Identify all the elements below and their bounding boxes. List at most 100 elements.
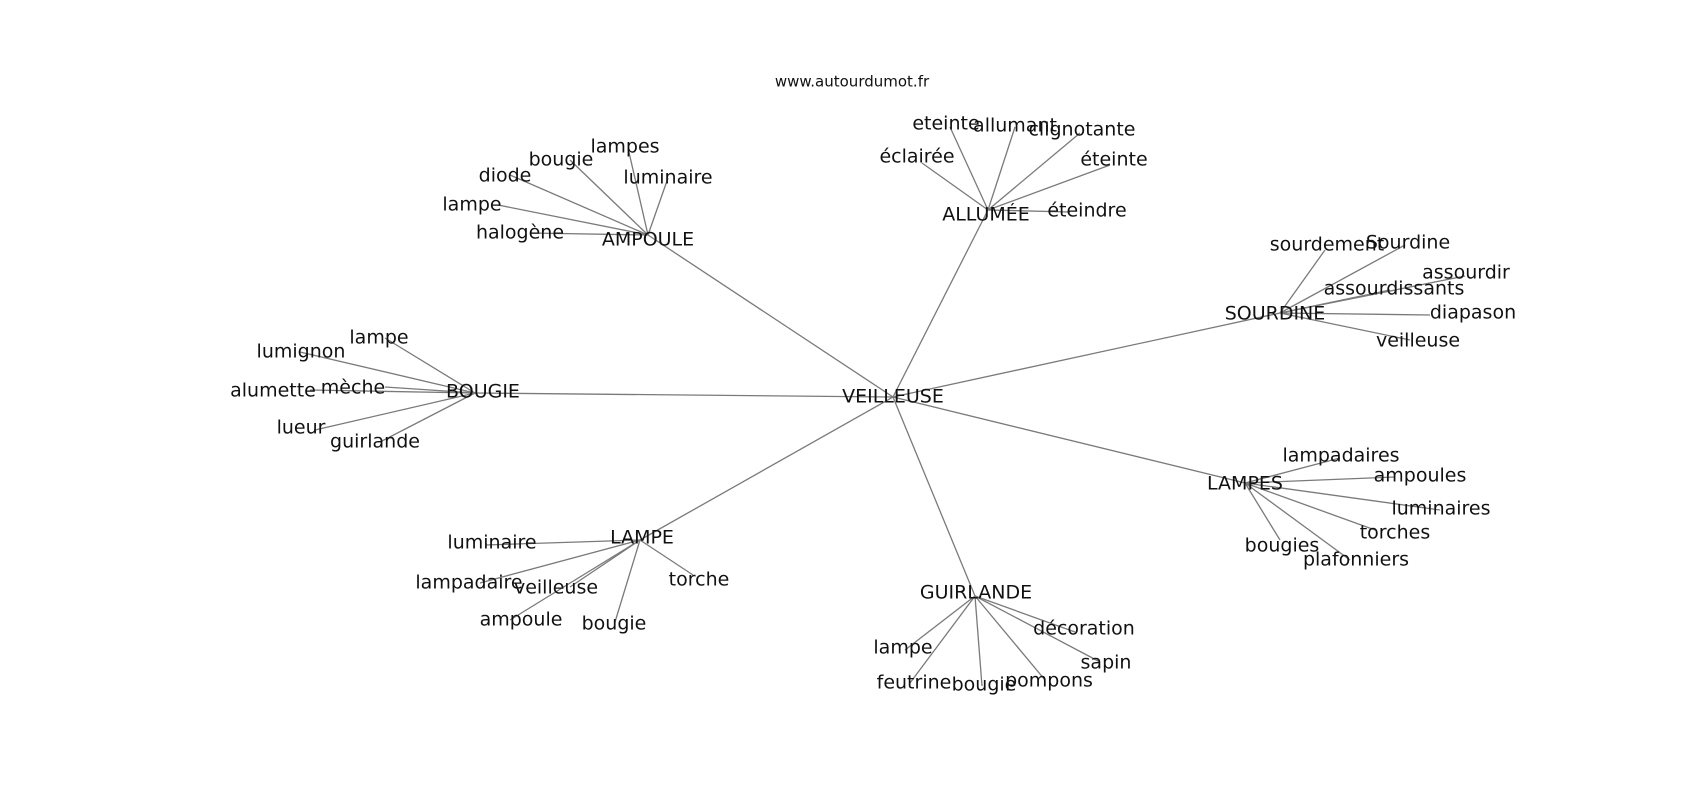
cluster-node[interactable]: LAMPES (1207, 473, 1283, 495)
related-word-node[interactable]: bougies (1245, 535, 1320, 557)
related-word-node[interactable]: plafonniers (1303, 549, 1409, 571)
cluster-node[interactable]: SOURDINE (1225, 303, 1326, 325)
edge-bougie-1 (299, 351, 476, 394)
related-word-node[interactable]: allumant (973, 115, 1057, 137)
related-word-node[interactable]: luminaires (1391, 498, 1490, 520)
related-word-node[interactable]: ampoule (480, 609, 563, 631)
cluster-node[interactable]: AMPOULE (602, 229, 694, 251)
edge-lampe-5 (614, 539, 641, 623)
cluster-node[interactable]: ALLUMÉE (942, 203, 1030, 226)
edge-ampoule-3 (647, 177, 669, 236)
related-word-node[interactable]: bougie (952, 674, 1017, 696)
edge-guirlande-5 (974, 595, 983, 687)
related-word-node[interactable]: luminaire (623, 167, 712, 189)
edge-lampe-1 (479, 539, 641, 584)
related-word-node[interactable]: lueur (277, 417, 326, 439)
graph-labels: www.autourdumot.fr VEILLEUSE AMPOULE lampe… (230, 73, 1516, 696)
graph-edges (299, 126, 1466, 687)
related-word-node[interactable]: luminaire (447, 532, 536, 554)
edge-center-guirlande (892, 396, 976, 597)
site-label[interactable]: www.autourdumot.fr (775, 73, 930, 91)
edge-lampe-4 (509, 539, 641, 621)
edge-bougie-4 (314, 392, 476, 431)
edge-lampes-3 (1244, 482, 1376, 531)
edge-lampes-1 (1244, 476, 1396, 484)
related-word-node[interactable]: décoration (1033, 618, 1135, 640)
edge-allumée-1 (987, 126, 1016, 211)
edge-lampe-3 (639, 539, 694, 576)
edge-lampes-0 (1244, 457, 1341, 484)
related-word-node[interactable]: pompons (1005, 670, 1093, 692)
edge-lampes-4 (1244, 482, 1281, 541)
related-word-node[interactable]: torches (1360, 522, 1431, 544)
related-word-node[interactable]: lampadaire (415, 572, 522, 594)
related-word-node[interactable]: torche (669, 569, 730, 591)
edge-lampe-0 (484, 539, 641, 546)
edge-sourdine-5 (1279, 312, 1411, 341)
cluster-node[interactable]: LAMPE (610, 527, 674, 549)
related-word-node[interactable]: sapin (1081, 652, 1132, 674)
related-word-node[interactable]: alumette (230, 380, 316, 402)
related-word-node[interactable]: Sourdine (1366, 232, 1450, 254)
related-word-node[interactable]: bougie (582, 613, 647, 635)
edge-sourdine-1 (1279, 244, 1406, 314)
related-word-node[interactable]: diapason (1430, 302, 1516, 324)
edge-center-lampe (639, 396, 894, 541)
edge-allumée-3 (921, 162, 989, 211)
related-word-node[interactable]: lumignon (257, 341, 346, 363)
related-word-node[interactable]: sourdement (1270, 234, 1384, 256)
edge-ampoule-1 (569, 159, 649, 236)
edge-allumée-2 (987, 132, 1081, 211)
edge-lampes-2 (1244, 482, 1441, 511)
related-word-node[interactable]: eteinte (912, 113, 979, 135)
related-word-node[interactable]: feutrine (877, 672, 952, 694)
edge-sourdine-3 (1279, 289, 1391, 314)
edge-center-lampes (892, 396, 1246, 484)
cluster-node[interactable]: GUIRLANDE (920, 582, 1032, 604)
edge-center-sourdine (892, 312, 1281, 398)
related-word-node[interactable]: lampe (349, 327, 408, 349)
related-word-node[interactable]: ampoules (1374, 465, 1467, 487)
edge-guirlande-2 (974, 595, 1101, 663)
edge-allumée-5 (987, 209, 1071, 213)
related-word-node[interactable]: lampe (873, 637, 932, 659)
related-word-node[interactable]: veilleuse (1376, 330, 1460, 352)
related-word-node[interactable]: lampe (442, 194, 501, 216)
edge-center-bougie (474, 392, 894, 398)
related-word-node[interactable]: guirlande (330, 431, 420, 453)
related-word-node[interactable]: mèche (321, 377, 385, 399)
edge-center-ampoule (647, 234, 894, 398)
related-word-node[interactable]: éteindre (1047, 200, 1126, 222)
edge-bougie-3 (309, 389, 476, 394)
edge-ampoule-5 (529, 232, 649, 236)
related-word-node[interactable]: lampadaires (1282, 445, 1399, 467)
related-word-node[interactable]: lampes (590, 136, 659, 158)
related-word-node[interactable]: éclairée (879, 146, 954, 168)
edge-guirlande-3 (974, 595, 1046, 681)
edge-bougie-0 (384, 337, 476, 394)
edge-ampoule-4 (497, 204, 649, 236)
related-word-node[interactable]: halogène (476, 222, 564, 244)
edge-lampes-5 (1244, 482, 1351, 561)
edge-guirlande-4 (909, 595, 976, 684)
edge-bougie-2 (384, 386, 476, 394)
edge-center-allumée (892, 209, 989, 398)
related-word-node[interactable]: veilleuse (514, 577, 598, 599)
edge-guirlande-0 (974, 595, 1076, 633)
cluster-node[interactable]: BOUGIE (446, 381, 520, 403)
edge-allumée-4 (987, 164, 1111, 211)
edge-guirlande-1 (904, 595, 976, 651)
center-word-node[interactable]: VEILLEUSE (842, 386, 944, 408)
related-word-node[interactable]: éteinte (1080, 149, 1147, 171)
edge-sourdine-4 (1279, 312, 1431, 316)
edge-sourdine-0 (1279, 249, 1326, 314)
related-word-node[interactable]: bougie (529, 149, 594, 171)
related-word-node[interactable]: clignotante (1028, 119, 1135, 141)
related-word-node[interactable]: assourdir (1422, 262, 1510, 284)
edge-ampoule-0 (627, 147, 649, 236)
edge-bougie-5 (379, 392, 476, 443)
related-word-node[interactable]: diode (479, 165, 532, 187)
related-word-node[interactable]: assourdissants (1324, 278, 1465, 300)
edge-ampoule-2 (509, 174, 649, 236)
